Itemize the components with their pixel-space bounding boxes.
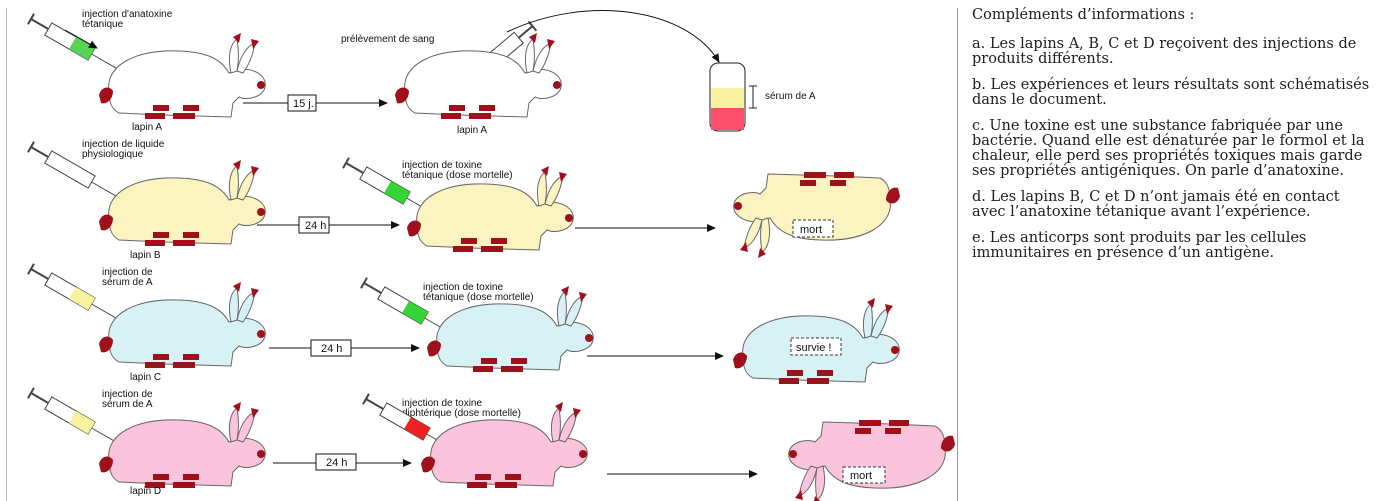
row-d: injection de sérum de A lapin D 24 h inj…: [27, 387, 956, 501]
row-b-toxin-label: injection de toxine tétanique (dose mort…: [402, 160, 513, 181]
diagram-canvas: injection d'anatoxine tétanique lapin A …: [27, 9, 956, 501]
delay-d: 24 h: [326, 457, 347, 469]
anatoxine-liquid: [69, 36, 96, 61]
rabbit-c-label: lapin C: [130, 372, 161, 383]
delay-b: 24 h: [305, 220, 326, 232]
label-line: sérum de A: [102, 399, 153, 410]
syringe-toxin-d: [362, 393, 464, 456]
info-item-d: d. Les lapins B, C et D n’ont jamais été…: [972, 189, 1340, 220]
delay-box-b: [298, 216, 330, 234]
label-line: tétanique (dose mortelle): [423, 292, 534, 303]
row-a: injection d'anatoxine tétanique lapin A …: [27, 9, 816, 136]
rabbit-a-2: [394, 32, 562, 120]
result-box-d: [842, 466, 886, 484]
row-d-toxin-label: injection de toxine diphtérique (dose mo…: [402, 398, 521, 419]
serum-tube: [709, 62, 757, 132]
delay-box-d: [315, 453, 357, 471]
rabbit-b: [98, 159, 266, 247]
experiment-diagram: injection d'anatoxine tétanique lapin A …: [6, 8, 958, 501]
result-d: mort: [850, 470, 872, 482]
row-b-injection-label: injection de liquide physiologique: [82, 139, 167, 160]
delay-a: 15 j.: [293, 98, 314, 110]
blood-label: prélèvement de sang: [341, 34, 434, 45]
result-c: survie !: [796, 342, 831, 354]
rabbit-b-dead: [733, 171, 901, 259]
label-line: tétanique: [82, 19, 124, 30]
row-c-injection-label: injection de sérum de A: [102, 267, 155, 288]
row-a-injection-label: injection d'anatoxine tétanique: [82, 9, 175, 30]
result-b: mort: [800, 224, 822, 236]
delay-box-c: [310, 339, 352, 357]
rabbit-d: [98, 401, 266, 489]
label-line: sérum de A: [102, 277, 153, 288]
delay-c: 24 h: [321, 343, 342, 355]
serum-label: sérum de A: [765, 91, 816, 102]
info-item-e: e. Les anticorps sont produits par les c…: [972, 230, 1307, 261]
syringe-anatoxine: [27, 13, 129, 76]
rabbit-a-1: [98, 32, 266, 120]
label-line: tétanique (dose mortelle): [402, 170, 513, 181]
rabbit-a-label-1: lapin A: [132, 122, 162, 133]
info-panel: Compléments d’informations : a. Les lapi…: [972, 8, 1377, 272]
info-item-c: c. Une toxine est une substance fabriqué…: [972, 118, 1365, 179]
rabbit-a-label-2: lapin A: [457, 125, 487, 136]
syringe-serum-c: [27, 263, 129, 326]
row-b: injection de liquide physiologique lapin…: [27, 139, 901, 261]
syringe-serum-d: [27, 387, 129, 450]
row-d-injection-label: injection de sérum de A: [102, 389, 155, 410]
rabbit-b-label: lapin B: [130, 250, 161, 261]
info-title: Compléments d’informations :: [972, 7, 1195, 23]
row-c: injection de sérum de A lapin C 24 h inj…: [27, 263, 900, 385]
info-item-a: a. Les lapins A, B, C et D reçoivent des…: [972, 36, 1357, 67]
rabbit-d-label: lapin D: [130, 486, 161, 497]
result-box-b: [792, 219, 834, 238]
label-line: diphtérique (dose mortelle): [402, 408, 521, 419]
label-line: physiologique: [82, 149, 144, 160]
info-item-b: b. Les expériences et leurs résultats so…: [972, 77, 1370, 108]
result-box-c: [790, 337, 842, 356]
rabbit-c: [98, 281, 266, 369]
delay-box-a: [287, 94, 317, 112]
row-c-toxin-label: injection de toxine tétanique (dose mort…: [423, 282, 534, 303]
rabbit-d-dead: [788, 419, 956, 501]
